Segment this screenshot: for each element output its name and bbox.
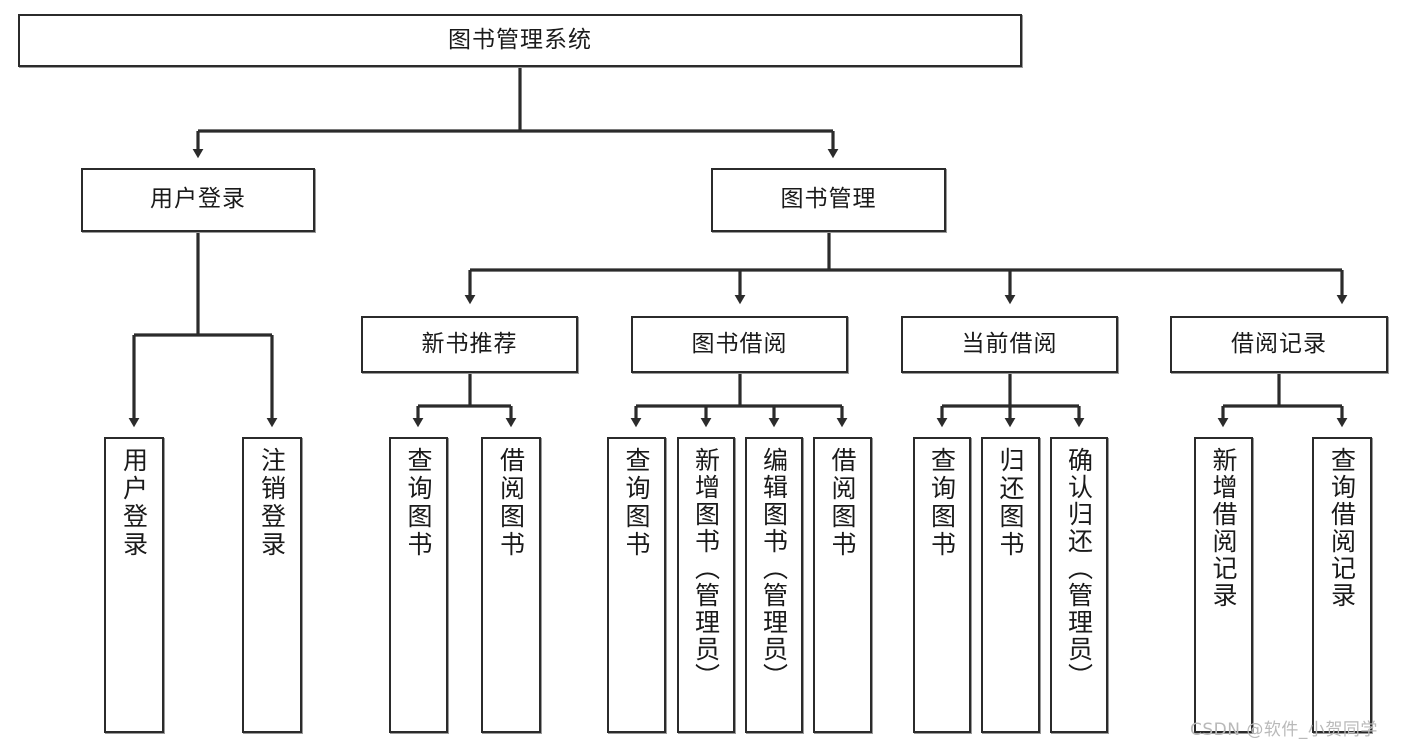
- leaf-query-borrow-record[interactable]: 查询借阅记录: [1312, 437, 1372, 733]
- node-label: 查询图书: [404, 447, 433, 559]
- node-label: 新书推荐: [421, 330, 518, 357]
- node-label: 图书管理: [780, 186, 877, 213]
- node-label: 查询图书: [927, 447, 957, 559]
- node-current-borrowing[interactable]: 当前借阅: [901, 316, 1118, 373]
- leaf-add-borrow-record[interactable]: 新增借阅记录: [1194, 437, 1253, 733]
- node-label: 用户登录: [150, 186, 246, 213]
- leaf-borrow-book[interactable]: 借阅图书: [813, 437, 872, 733]
- node-label: 借阅记录: [1231, 330, 1327, 357]
- node-label: 新增图书（管理员）: [691, 447, 721, 690]
- leaf-query-book-current[interactable]: 查询图书: [913, 437, 971, 733]
- node-user-login[interactable]: 用户登录: [81, 168, 315, 232]
- node-label: 图书借阅: [691, 330, 788, 357]
- leaf-user-login[interactable]: 用户登录: [104, 437, 164, 733]
- node-label: 图书管理系统: [448, 26, 592, 53]
- leaf-query-book-new-rec[interactable]: 查询图书: [389, 437, 448, 733]
- leaf-confirm-return-admin[interactable]: 确认归还（管理员）: [1050, 437, 1108, 733]
- node-book-borrowing[interactable]: 图书借阅: [631, 316, 848, 373]
- node-book-management[interactable]: 图书管理: [711, 168, 946, 232]
- node-label: 查询图书: [622, 447, 651, 559]
- node-new-book-recommendation[interactable]: 新书推荐: [361, 316, 578, 373]
- node-label: 查询借阅记录: [1327, 447, 1357, 609]
- leaf-edit-book-admin[interactable]: 编辑图书（管理员）: [745, 437, 803, 733]
- node-label: 借阅图书: [496, 447, 526, 559]
- node-label: 借阅图书: [828, 447, 857, 559]
- node-label: 新增借阅记录: [1209, 447, 1238, 609]
- leaf-return-book[interactable]: 归还图书: [981, 437, 1040, 733]
- node-label: 注销登录: [257, 447, 287, 559]
- node-borrowing-records[interactable]: 借阅记录: [1170, 316, 1388, 373]
- leaf-borrow-book-new-rec[interactable]: 借阅图书: [481, 437, 541, 733]
- csdn-watermark: CSDN @软件_小贺同学: [1190, 720, 1378, 740]
- node-label: 用户登录: [119, 447, 149, 559]
- node-label: 当前借阅: [961, 330, 1058, 357]
- node-label: 编辑图书（管理员）: [759, 447, 789, 690]
- node-label: 确认归还（管理员）: [1064, 447, 1094, 690]
- leaf-logout[interactable]: 注销登录: [242, 437, 302, 733]
- node-label: 归还图书: [996, 447, 1025, 559]
- leaf-query-book-borrow[interactable]: 查询图书: [607, 437, 666, 733]
- leaf-add-book-admin[interactable]: 新增图书（管理员）: [677, 437, 735, 733]
- node-root-book-management-system[interactable]: 图书管理系统: [18, 14, 1022, 67]
